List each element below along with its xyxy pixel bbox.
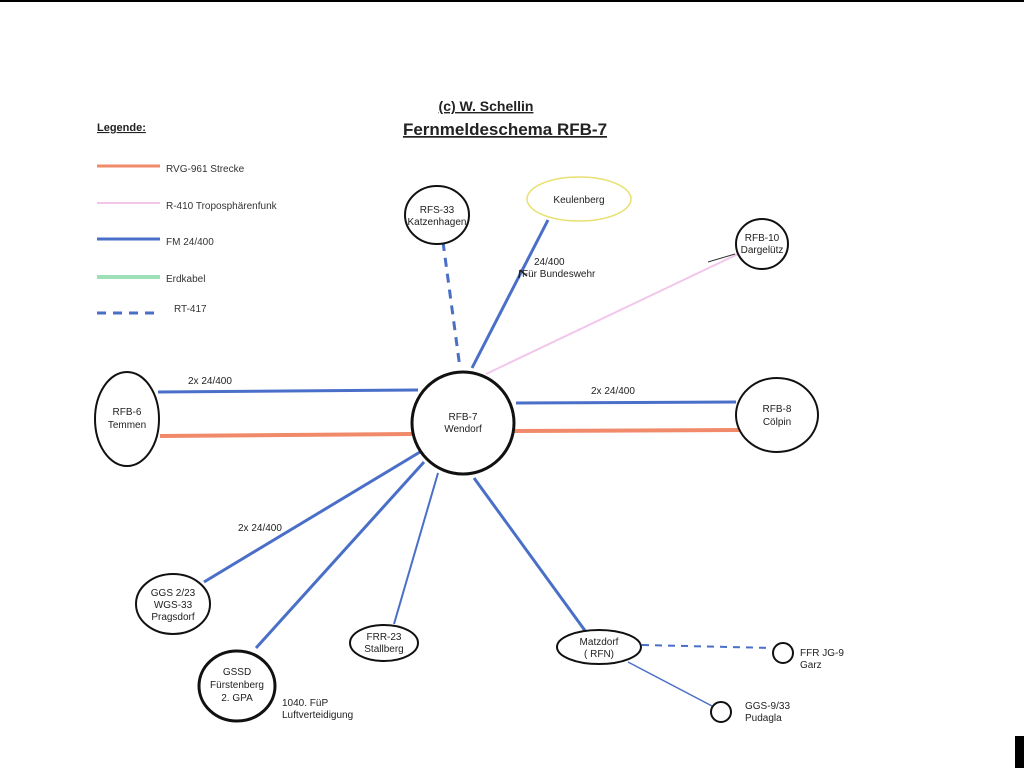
node-rfb10-name: RFB-10 [745, 233, 780, 244]
arrow-mark [518, 269, 528, 279]
node-gssd-shape [197, 649, 277, 723]
node-matzdorf: Matzdorf ( RFN) [556, 629, 642, 665]
legend-label-tropo: R-410 Troposphärenfunk [166, 201, 278, 212]
edge-fm-matzdorf [472, 477, 588, 633]
node-rfb6-shape [94, 371, 160, 467]
node-matzdorf-name: Matzdorf [580, 637, 619, 648]
node-gssd: GSSD Fürstenberg 2. GPA [197, 649, 277, 723]
node-ffrjg9-place: Garz [800, 660, 822, 671]
legend-label-rt417: RT-417 [174, 304, 207, 315]
edge-fm-frr23 [393, 472, 439, 625]
node-rfb10-place: Dargelütz [741, 245, 784, 256]
node-frr23: FRR-23 Stallberg [349, 624, 419, 662]
node-ffrjg9-name: FFR JG-9 [800, 648, 844, 659]
node-frr23-place: Stallberg [364, 644, 403, 655]
edge-rt417-ffrjg9 [641, 644, 773, 649]
label-rfb6-link: 2x 24/400 [188, 376, 232, 387]
node-ggs933-shape [710, 701, 732, 723]
node-ggs933-place: Pudagla [745, 713, 782, 724]
edge-fm-rfb6 [157, 388, 419, 394]
node-ggs223: GGS 2/23 WGS-33 Pragsdorf [135, 573, 211, 635]
node-rfs33-name: RFS-33 [420, 205, 455, 216]
label-keulenberg-a: 24/400 [534, 257, 565, 268]
node-ggs933: GGS-9/33 Pudagla [710, 701, 790, 724]
edge-fm-rfb8 [515, 400, 737, 405]
legend: Legende: RVG-961 Strecke R-410 Troposphä… [97, 122, 278, 315]
label-gssd-a: 1040. FüP [282, 698, 328, 709]
node-rfs33-shape [404, 185, 470, 245]
legend-label-fm: FM 24/400 [166, 237, 214, 248]
node-rfb8-shape [735, 377, 819, 453]
node-keulenberg: Keulenberg [526, 176, 632, 222]
node-ggs223-name: GGS 2/23 [151, 588, 196, 599]
node-rfs33-place: Katzenhagen [408, 217, 467, 228]
node-ggs933-name: GGS-9/33 [745, 701, 790, 712]
legend-title: Legende: [97, 122, 146, 134]
node-ffrjg9-shape [772, 642, 794, 664]
node-rfb8-place: Cölpin [763, 417, 791, 428]
copyright-text: (c) W. Schellin [439, 98, 534, 114]
edge-tropo-rfb10-end [707, 253, 736, 263]
node-rfb7-place: Wendorf [444, 424, 482, 435]
node-rfb6: RFB-6 Temmen [94, 371, 160, 467]
edge-rvg-rfb8 [513, 428, 741, 433]
label-keulenberg-b: Für Bundeswehr [522, 269, 596, 280]
node-rfs33: RFS-33 Katzenhagen [404, 185, 470, 245]
label-gssd-b: Luftverteidigung [282, 710, 353, 721]
node-rfb8-name: RFB-8 [763, 404, 792, 415]
node-keulenberg-shape [526, 176, 632, 222]
edge-fm-keulenberg [470, 219, 550, 369]
node-rfb6-place: Temmen [108, 420, 146, 431]
diagram-title: Fernmeldeschema RFB-7 [403, 120, 607, 139]
edge-fm-ggs933 [627, 661, 713, 707]
node-rfb10-shape [735, 218, 789, 270]
node-rfb10: RFB-10 Dargelütz [735, 218, 789, 270]
edge-fm-ggs223 [203, 450, 421, 584]
label-ggs223-link: 2x 24/400 [238, 523, 282, 534]
node-rfb8: RFB-8 Cölpin [735, 377, 819, 453]
edge-tropo-rfb10 [485, 253, 739, 375]
node-gssd-place: Fürstenberg [210, 680, 264, 691]
node-frr23-name: FRR-23 [366, 632, 401, 643]
node-ffrjg9: FFR JG-9 Garz [772, 642, 844, 671]
node-rfb7-name: RFB-7 [449, 412, 478, 423]
node-gssd-name: GSSD [223, 667, 251, 678]
legend-label-erdkabel: Erdkabel [166, 274, 205, 285]
label-rfb8-link: 2x 24/400 [591, 386, 635, 397]
node-rfb6-name: RFB-6 [113, 407, 142, 418]
node-matzdorf-shape [556, 629, 642, 665]
edge-rt417-rfs33 [441, 241, 462, 369]
node-rfb7: RFB-7 Wendorf [410, 370, 516, 476]
edge-rvg-rfb6 [159, 432, 413, 438]
node-ggs223-shape [135, 573, 211, 635]
node-ggs223-unit: WGS-33 [154, 600, 193, 611]
node-gssd-unit: 2. GPA [221, 693, 253, 704]
edge-fm-gssd [254, 460, 426, 650]
node-keulenberg-name: Keulenberg [553, 195, 604, 206]
node-frr23-shape [349, 624, 419, 662]
edges [157, 219, 773, 707]
node-matzdorf-sub: ( RFN) [584, 649, 614, 660]
node-rfb7-shape [410, 370, 516, 476]
corner-mark [1015, 736, 1024, 768]
node-ggs223-place: Pragsdorf [151, 612, 195, 623]
legend-label-rvg: RVG-961 Strecke [166, 164, 245, 175]
